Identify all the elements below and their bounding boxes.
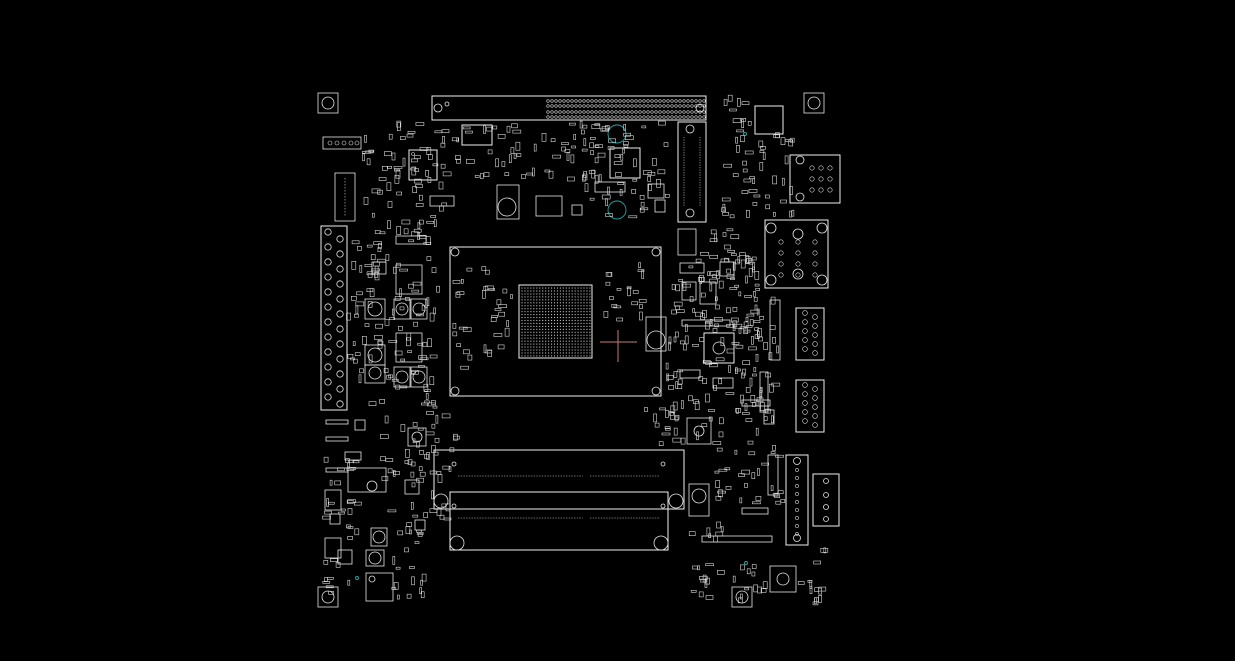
right-connector-top [789,154,841,204]
fiducial-icon [607,124,627,144]
top-middle-ic [461,124,493,146]
mounting-hole-top-left [317,92,339,114]
memory-slot-2 [449,491,669,551]
fiducial-icon [744,561,748,565]
mounting-hole-top-right [803,92,825,114]
crystal-oscillator-top [496,184,520,220]
fiducial-icon [607,200,627,220]
right-vertical-header [785,454,809,546]
right-connector-mid [764,219,829,289]
mounting-hole-bottom-left [317,586,339,608]
middle-right-ic [645,228,797,593]
top-qfp-chip [609,147,641,179]
top-header-connector [431,95,707,121]
serial-port-connector-1 [795,307,825,361]
right-small-header [812,473,840,527]
passive-components [322,94,829,606]
fiducial-icon [355,576,359,580]
vertical-connector-top [677,121,707,223]
memory-slot-1 [433,449,685,510]
serial-port-connector-2 [795,379,825,433]
top-left-header [322,136,362,150]
bga-processor-chip [518,284,593,359]
cursor-crosshair-icon [600,330,637,362]
qfn-chip-top-left [408,149,438,181]
left-edge-connector [320,225,348,411]
bottom-left-components [324,427,427,602]
small-ic-top-middle [535,195,563,217]
fiducial-icon [743,132,747,136]
left-vertical-header-small [334,172,356,222]
left-inductor-group [364,264,428,388]
cpu-module-outline [449,246,662,397]
square-ic-top-right [754,105,784,135]
